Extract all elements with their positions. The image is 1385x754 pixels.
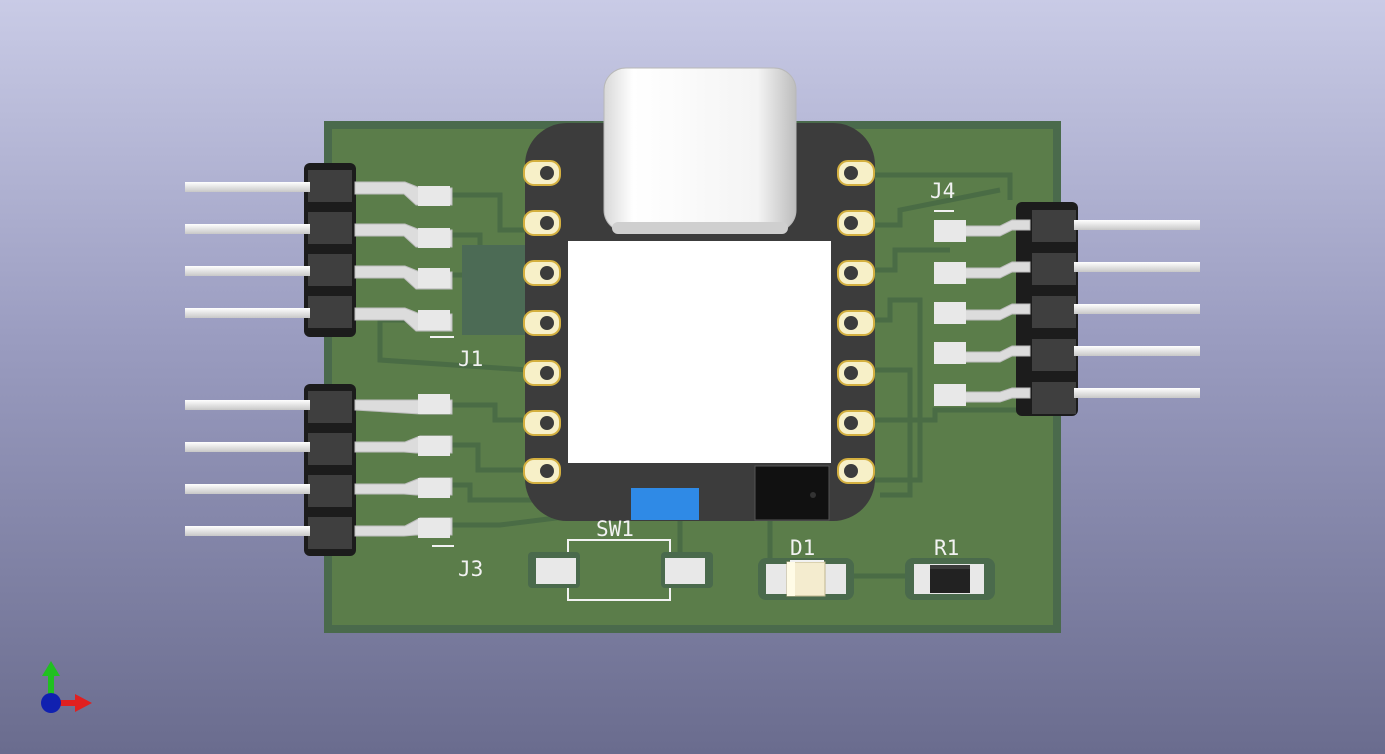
- usb-c-connector: [603, 67, 797, 234]
- mcu-module: [523, 67, 875, 521]
- ref-j4: J4: [930, 179, 955, 203]
- ref-r1: R1: [934, 536, 959, 560]
- header-j3: [185, 384, 454, 556]
- resistor-r1: [905, 558, 995, 600]
- z-axis-icon: [41, 693, 61, 713]
- ref-d1: D1: [790, 536, 815, 560]
- ref-j1: J1: [458, 347, 483, 371]
- ref-j3: J3: [458, 557, 483, 581]
- header-j1: [185, 163, 454, 338]
- axes-gizmo[interactable]: [41, 661, 92, 713]
- module-shield: [568, 241, 831, 463]
- led-d1: [758, 558, 854, 600]
- header-j4: [934, 202, 1200, 416]
- boot-button: [631, 488, 699, 520]
- ref-sw1: SW1: [596, 517, 634, 541]
- mcu-chip: [754, 465, 830, 521]
- copper-pour: [462, 245, 528, 335]
- switch-sw1: [528, 539, 713, 601]
